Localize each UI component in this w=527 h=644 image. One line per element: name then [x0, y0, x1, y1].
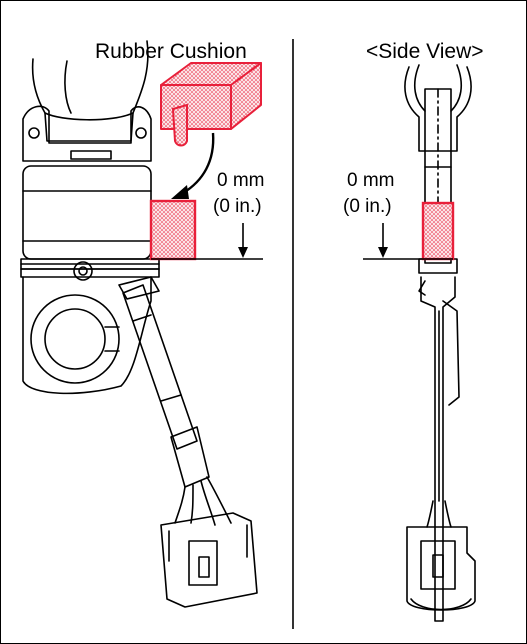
install-arrow: [182, 132, 215, 195]
side-view-label: <Side View>: [366, 40, 484, 63]
switch-housing: [22, 165, 152, 260]
left-dimension-in: (0 in.): [213, 196, 262, 217]
wire-tube: [122, 284, 198, 450]
cushion-installed-left: [149, 199, 197, 261]
right-dimension-in: (0 in.): [343, 196, 392, 217]
right-dimension-mm: 0 mm: [347, 170, 395, 191]
mounting-bracket: [22, 105, 152, 162]
left-view: [20, 40, 258, 608]
side-view: [404, 64, 476, 622]
rubber-cushion-callout: [160, 62, 262, 147]
left-dimension-marker: [151, 223, 263, 260]
right-dimension-marker: [363, 223, 453, 260]
column-ring: [30, 294, 120, 384]
rubber-cushion-label: Rubber Cushion: [95, 40, 247, 63]
right-connector: [406, 526, 476, 611]
left-dimension-mm: 0 mm: [217, 170, 265, 191]
lever-body: [22, 276, 152, 395]
left-connector: [160, 512, 258, 608]
cushion-installed-side: [421, 201, 455, 261]
